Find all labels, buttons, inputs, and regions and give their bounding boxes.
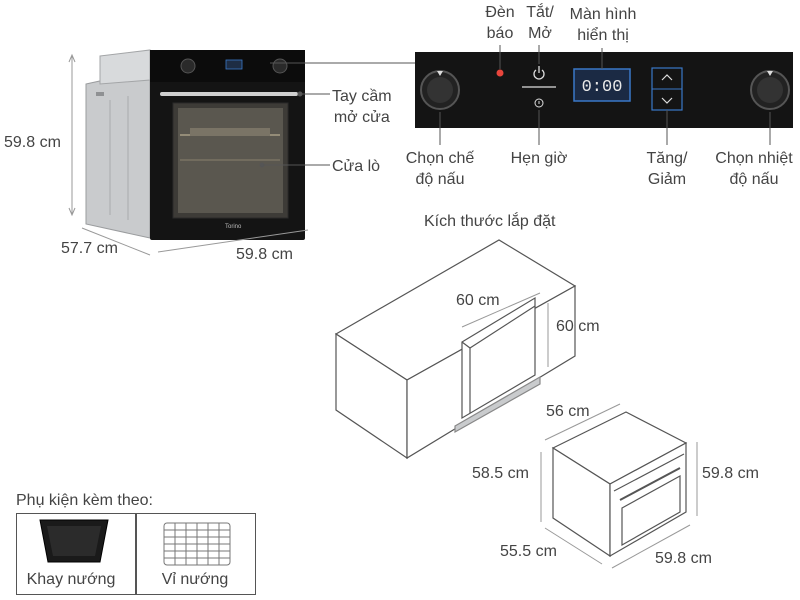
timer-label: Hẹn giờ: [510, 150, 568, 167]
temperature-knob-label: Chọn nhiệt độ nấu: [715, 150, 793, 188]
built-in-oven-dimension-lines: [540, 403, 698, 569]
panel-callout-lines: [439, 45, 771, 145]
installation-cabinet: [334, 239, 577, 460]
on-off-label: Tắt/ Mở: [526, 4, 554, 42]
oven-dimension-lines: [68, 53, 309, 256]
built-in-height-label: 59.8 cm: [702, 465, 759, 482]
accessory-tray-label: Khay nướng: [26, 571, 116, 588]
oven-handle: [160, 92, 298, 96]
oven-door-label: Cửa lò: [332, 158, 381, 175]
oven-illustration: Torino: [85, 49, 305, 240]
built-in-depth-label: 56 cm: [546, 403, 590, 420]
indicator-light-icon: [496, 69, 504, 77]
mode-knob-label: Chọn chế độ nấu: [405, 150, 475, 188]
cabinet-dimension-lines: [461, 292, 549, 367]
installation-title: Kích thước lắp đặt: [424, 213, 556, 230]
control-panel: 0:00: [415, 52, 793, 128]
oven-height-label: 59.8 cm: [4, 134, 61, 151]
built-in-inner-height-label: 58.5 cm: [472, 465, 529, 482]
cabinet-height-label: 60 cm: [556, 318, 600, 335]
chevron-down-icon: [661, 97, 673, 104]
oven-width-label: 59.8 cm: [236, 246, 293, 263]
door-handle-label: Tay cầm mở cửa: [332, 88, 392, 126]
built-in-bottom-depth-label: 55.5 cm: [500, 543, 557, 560]
power-icon: [533, 66, 545, 80]
accessory-rack-label: Vỉ nướng: [161, 571, 229, 588]
mini-display: [225, 59, 243, 70]
display-label: Màn hình hiển thị: [569, 6, 637, 44]
accessories-title: Phụ kiện kèm theo:: [16, 492, 153, 509]
built-in-width-label: 59.8 cm: [655, 550, 712, 567]
display-readout: 0:00: [582, 78, 623, 97]
cabinet-width-label: 60 cm: [456, 292, 500, 309]
indicator-light-label: Đèn báo: [485, 4, 515, 42]
oven-depth-label: 57.7 cm: [61, 240, 118, 257]
timer-icon: [534, 98, 544, 108]
mini-knob-right: [272, 58, 288, 74]
built-in-oven-outline: [551, 411, 688, 558]
mini-knob-left: [180, 58, 196, 74]
chevron-up-icon: [661, 74, 673, 81]
display-screen: [573, 68, 631, 102]
oven-brand-label: Torino: [225, 224, 242, 230]
oven-callout-lines: [259, 62, 415, 168]
up-down-label: Tăng/ Giảm: [646, 150, 688, 188]
